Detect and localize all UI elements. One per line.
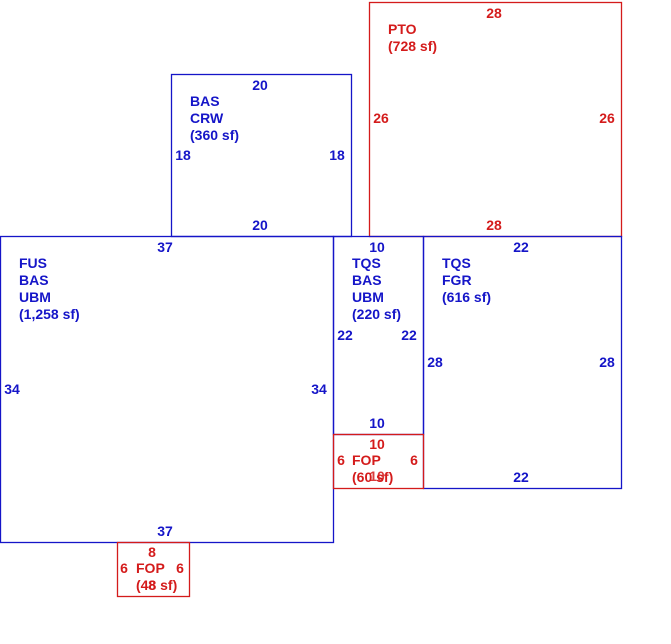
pto-top-dimension: 28 <box>486 5 502 21</box>
fop-lower-area-label: (48 sf) <box>136 577 177 593</box>
fop-middle-code-label: FOP <box>352 452 381 468</box>
fop-lower-bottom-dimension: 8 <box>148 577 156 593</box>
tqs-bas-bottom-dimension: 10 <box>369 415 385 431</box>
tqs-bas-left-dimension: 22 <box>337 327 353 343</box>
bas-crw-area-label: (360 sf) <box>190 127 239 143</box>
pto-area-label: (728 sf) <box>388 38 437 54</box>
fop-middle-right-dimension: 6 <box>410 452 418 468</box>
bas-crw-right-dimension: 18 <box>329 147 345 163</box>
tqs-bas-right-dimension: 22 <box>401 327 417 343</box>
fop-lower-left-dimension: 6 <box>120 560 128 576</box>
tqs-fgr-area[interactable]: TQS FGR (616 sf) 22 22 28 28 <box>422 235 623 490</box>
tqs-fgr-line1-label: TQS <box>442 255 471 271</box>
fus-bottom-dimension: 37 <box>157 523 173 539</box>
fus-bas-ubm-area[interactable]: FUS BAS UBM (1,258 sf) 37 37 34 34 <box>0 235 335 544</box>
fus-left-dimension: 34 <box>4 381 20 397</box>
bas-crw-line1-label: BAS <box>190 93 220 109</box>
tqs-fgr-top-dimension: 22 <box>513 239 529 255</box>
fus-right-dimension: 34 <box>311 381 327 397</box>
pto-area[interactable]: PTO (728 sf) 28 28 26 26 <box>368 1 623 238</box>
tqs-bas-line2-label: BAS <box>352 272 382 288</box>
fop-middle-area[interactable]: 10 10 6 6 FOP (60 sf) <box>332 433 425 490</box>
fus-top-dimension: 37 <box>157 239 173 255</box>
tqs-bas-line3-label: UBM <box>352 289 384 305</box>
fus-line3-label: UBM <box>19 289 51 305</box>
tqs-bas-line1-label: TQS <box>352 255 381 271</box>
pto-left-dimension: 26 <box>373 110 389 126</box>
bas-crw-top-dimension: 20 <box>252 77 268 93</box>
fop-lower-right-dimension: 6 <box>176 560 184 576</box>
tqs-fgr-area-label: (616 sf) <box>442 289 491 305</box>
bas-crw-left-dimension: 18 <box>175 147 191 163</box>
bas-crw-bottom-dimension: 20 <box>252 217 268 233</box>
fop-middle-left-dimension: 6 <box>337 452 345 468</box>
bas-crw-line2-label: CRW <box>190 110 224 126</box>
fop-middle-top-dimension: 10 <box>369 436 385 452</box>
fus-line2-label: BAS <box>19 272 49 288</box>
fop-lower-area[interactable]: 8 8 6 6 FOP (48 sf) <box>116 541 191 598</box>
fop-lower-code-label: FOP <box>136 560 165 576</box>
tqs-fgr-right-dimension: 28 <box>599 354 615 370</box>
bas-crw-area[interactable]: BAS CRW (360 sf) 20 20 18 18 <box>170 73 353 238</box>
fus-line1-label: FUS <box>19 255 47 271</box>
pto-code-label: PTO <box>388 21 417 37</box>
fus-outline <box>0 235 335 544</box>
fop-lower-outline <box>116 541 191 598</box>
tqs-fgr-left-dimension: 28 <box>427 354 443 370</box>
pto-right-dimension: 26 <box>599 110 615 126</box>
tqs-bas-ubm-area[interactable]: TQS BAS UBM (220 sf) 10 10 22 22 <box>332 235 425 436</box>
fop-middle-outline <box>332 433 425 490</box>
fus-area-label: (1,258 sf) <box>19 306 80 322</box>
tqs-bas-top-dimension: 10 <box>369 239 385 255</box>
tqs-fgr-line2-label: FGR <box>442 272 472 288</box>
fop-middle-bottom-dimension: 10 <box>369 468 385 484</box>
fop-lower-top-dimension: 8 <box>148 544 156 560</box>
pto-bottom-dimension: 28 <box>486 217 502 233</box>
fop-middle-area-label: (60 sf) <box>352 469 393 485</box>
tqs-fgr-bottom-dimension: 22 <box>513 469 529 485</box>
tqs-bas-area-label: (220 sf) <box>352 306 401 322</box>
tqs-fgr-outline <box>422 235 623 490</box>
